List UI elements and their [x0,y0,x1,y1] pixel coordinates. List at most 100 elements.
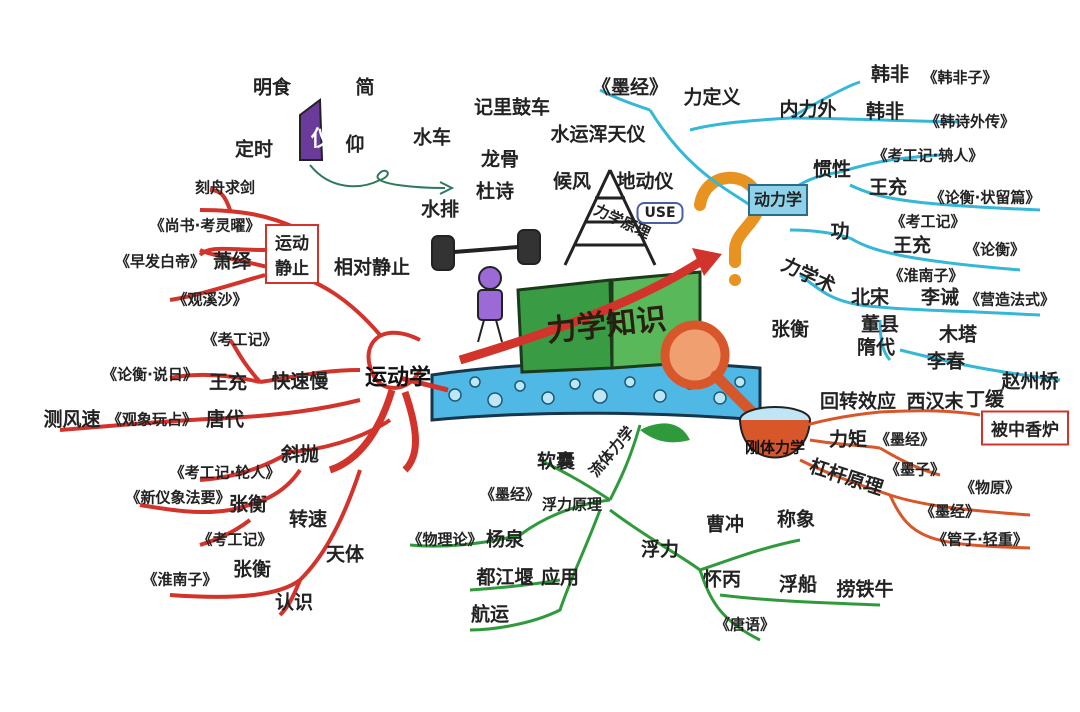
label-kaogong1: 《考工记》 [202,330,278,349]
chip-houfeng: 候风 [552,170,592,193]
label-cefeng: 测风速 [43,408,101,431]
label-huainan1: 《淮南子》 [142,570,218,589]
instr-yang: 仰 [345,133,365,156]
rigid-item-3: 被中香炉 [981,410,1069,446]
instr-dingshi: 定时 [234,138,274,161]
gong: 功 [830,220,850,243]
inertia-ex-2: 《论衡·状留篇》 [929,188,1041,207]
gong-ex-2: 《论衡》 [964,240,1026,259]
chip-shuiche: 水车 [412,126,452,149]
fric-ex-6: 李春 [926,350,966,373]
fric-ex-5: 隋代 [856,336,896,359]
river-bubbles [448,376,746,408]
rigid-item-2: 丁缓 [965,388,1005,411]
chip-shuiyun: 水运浑天仪 [550,123,646,146]
label-renshi: 认识 [274,591,314,614]
fluid-apply-ex-1: 航运 [470,603,510,626]
buoy-ex-1: 称象 [776,508,816,531]
buoy-ex-5: 《唐语》 [714,615,776,634]
projectile: 斜抛 [280,443,320,466]
label-guanxi: 《观溪沙》 [172,290,248,309]
instr-jian: 简 [355,76,375,99]
buoy-ex-2: 怀丙 [702,568,742,591]
chip-jiligu: 记里鼓车 [473,96,551,119]
fluid-apply: 应用 [540,566,580,589]
fluid-spring-ex-1: 浮力原理 [541,495,603,514]
label-lunheng: 《论衡·说日》 [102,365,198,384]
inertia: 惯性 [812,158,852,181]
growth-arrow [458,258,703,365]
instrument-one [299,98,324,161]
fric-ex-0: 北宋 [850,286,890,309]
tower [563,169,657,266]
speed: 快速慢 [271,370,329,393]
fluid-spring-ex-0: 《墨经》 [479,485,541,504]
velocity: 转速 [288,508,328,531]
fric-ex-7: 赵州桥 [1001,370,1059,393]
chip-didong: 地动仪 [616,170,674,193]
label-kaogong2: 《考工记》 [197,530,273,549]
fluid-apply-ex-0: 都江堰 [476,566,534,589]
fric-ex-3: 董县 [860,313,900,336]
chip-longgu: 龙骨 [480,148,520,171]
torque: 力矩 [828,428,868,451]
label-keshou: 刻舟求剑 [194,178,256,197]
relative-rest: 相对静止 [333,256,411,279]
lever-ex-2: 《管子·轻重》 [932,530,1028,549]
lever-ex-1: 《墨经》 [919,502,981,521]
magnifier-lens [660,320,730,390]
dynamics-branches [599,80,1061,382]
label-kaogong-lunren: 《考工记·轮人》 [169,463,281,482]
rigid-item-0: 回转效应 [819,390,897,413]
hanshiwaizhuan: 《韩诗外传》 [924,112,1016,131]
gong-ex-0: 《考工记》 [890,212,966,231]
zhang-label: 张衡 [770,318,810,341]
buoy-ex-4: 捞铁牛 [836,578,894,601]
rigid-branches [789,409,1031,550]
fluid-branches [409,424,881,642]
inner-outer: 内力外 [779,98,837,121]
fric-ex-1: 李诫 [920,286,960,309]
label-xiaoyi: 萧绎 [212,250,252,273]
buoy-ex-0: 曹冲 [705,513,745,536]
inertia-ex-0: 《考工记·辀人》 [872,146,984,165]
force-def: 力定义 [683,86,741,109]
gong-ex-1: 王充 [892,234,932,257]
torque-ex-0: 《墨经》 [874,430,936,449]
motion-title: 运动学 [364,365,432,391]
inertia-ex-1: 王充 [868,176,908,199]
fric-ex-4: 木塔 [938,323,978,346]
chip-shuipai: 水排 [420,198,460,221]
gong-ex-3: 《淮南子》 [888,266,964,285]
motion-static-box: 运动 静止 [265,224,319,284]
label-zhangheng2: 张衡 [232,558,272,581]
dynamics-title: 动力学 [747,184,809,216]
fluid-spring: 软囊 [536,450,576,473]
mojing-1: 《墨经》 [591,76,669,99]
fluid-history-1: 杨泉 [485,528,525,551]
hanfei-2: 韩非 [865,100,905,123]
buoy-ex-3: 浮船 [778,573,818,596]
label-guanxiang: 《观象玩占》 [106,410,198,429]
fluid-buoyancy: 浮力 [640,538,680,561]
hanfei-1: 韩非 [870,63,910,86]
label-wangchong1: 王充 [208,371,248,394]
weightlifter [431,229,541,343]
instr-mingshi: 明食 [252,76,292,99]
rigid-title: 刚体力学 [744,438,806,457]
lever-ex-0: 《物原》 [959,478,1021,497]
celestial: 天体 [325,543,365,566]
use-badge: USE [636,202,684,224]
rigid-item-1: 西汉末 [906,390,964,413]
label-xinyixiang: 《新仪象法要》 [125,488,231,507]
label-zhangheng1: 张衡 [228,493,268,516]
label-shangshu: 《尚书·考灵曜》 [149,216,261,235]
label-tangdai: 唐代 [205,408,245,431]
torque-ex-1: 《墨子》 [884,460,946,479]
fluid-history-0: 《物理论》 [407,530,483,549]
chip-dushi: 杜诗 [475,180,515,203]
label-zaofa: 《早发白帝》 [114,252,206,271]
fric-ex-2: 《营造法式》 [964,290,1056,309]
